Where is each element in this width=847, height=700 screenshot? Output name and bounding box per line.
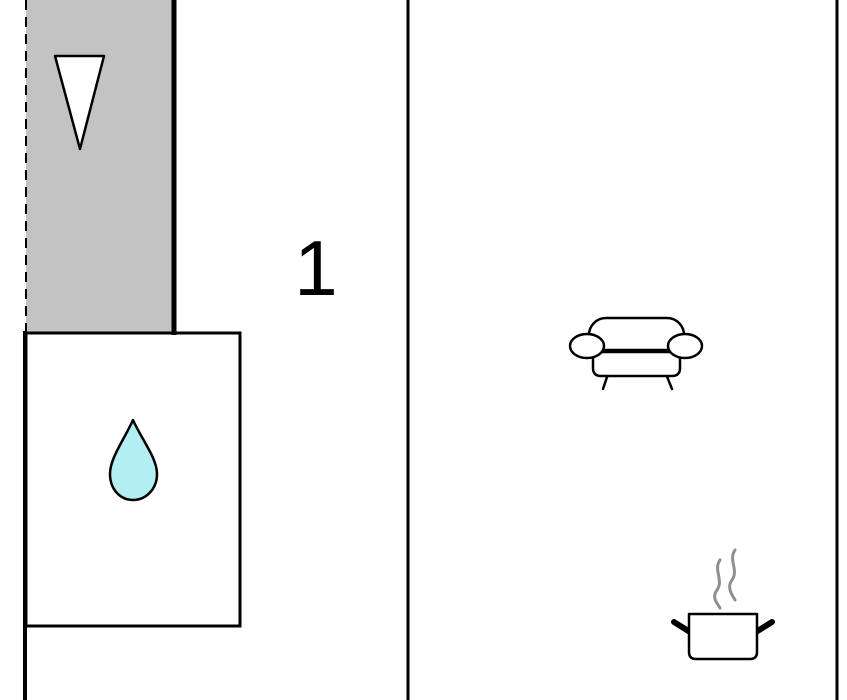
sofa-icon [568, 316, 704, 391]
cooking-pot-icon [671, 548, 775, 661]
water-drop-icon [108, 418, 159, 502]
triangle-down-icon [53, 54, 106, 151]
room-number-label: 1 [294, 224, 337, 312]
corridor-area [26, 0, 174, 333]
steam-icon [713, 548, 737, 610]
bathroom-room [24, 331, 242, 628]
